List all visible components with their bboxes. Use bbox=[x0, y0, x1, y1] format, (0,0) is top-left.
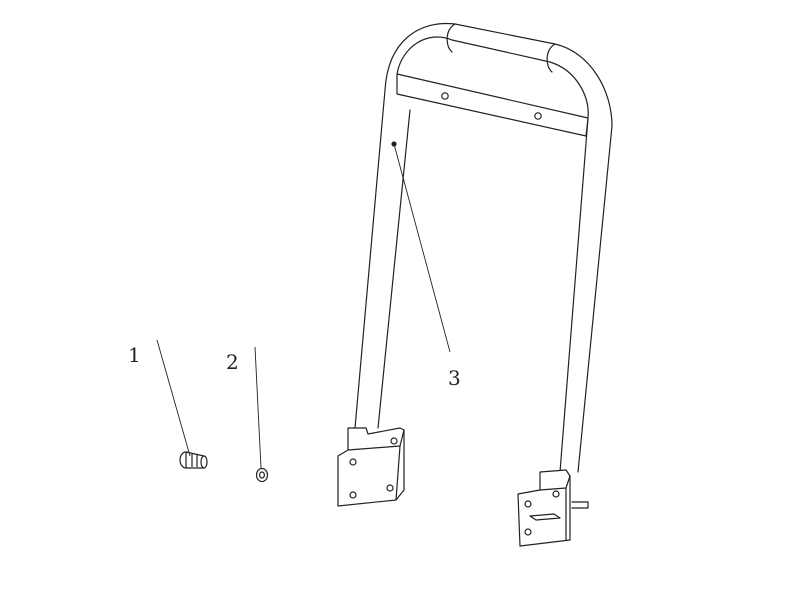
leader-lines bbox=[156, 143, 451, 469]
left-mount-bracket bbox=[337, 427, 405, 507]
cross-plate-hole-left bbox=[441, 92, 449, 100]
tube-joint-left bbox=[446, 23, 456, 53]
leader-line-1 bbox=[156, 339, 191, 457]
leader-line-2 bbox=[254, 346, 262, 469]
callout-label-3: 3 bbox=[448, 366, 461, 390]
left-bracket-hole-2 bbox=[390, 437, 398, 445]
leader-line-3 bbox=[393, 143, 451, 353]
washer-part bbox=[255, 467, 269, 483]
bolt-thread bbox=[191, 453, 198, 467]
left-bracket-hole-4 bbox=[386, 484, 394, 492]
cross-plate bbox=[396, 73, 589, 137]
right-leg-tube bbox=[559, 117, 613, 473]
tube-joint-right bbox=[546, 43, 556, 73]
callout-label-1: 1 bbox=[128, 343, 141, 367]
right-bracket-tab bbox=[529, 501, 589, 521]
washer-inner bbox=[259, 471, 266, 479]
right-bracket-hole-3 bbox=[552, 490, 560, 498]
bolt-part bbox=[179, 451, 208, 469]
cross-plate-hole-right bbox=[534, 112, 542, 120]
right-bracket-hole-1 bbox=[524, 500, 532, 508]
callout-label-2: 2 bbox=[226, 350, 239, 374]
right-mount-bracket-edge bbox=[539, 475, 571, 541]
left-leg-tube bbox=[354, 89, 411, 429]
bolt-tip bbox=[200, 455, 208, 469]
handle-frame-part bbox=[337, 22, 613, 547]
left-bracket-hole-3 bbox=[349, 491, 357, 499]
top-bend-inner bbox=[396, 36, 589, 119]
left-mount-bracket-edge bbox=[347, 429, 405, 501]
left-bracket-hole-1 bbox=[349, 458, 357, 466]
right-bracket-hole-2 bbox=[524, 528, 532, 536]
